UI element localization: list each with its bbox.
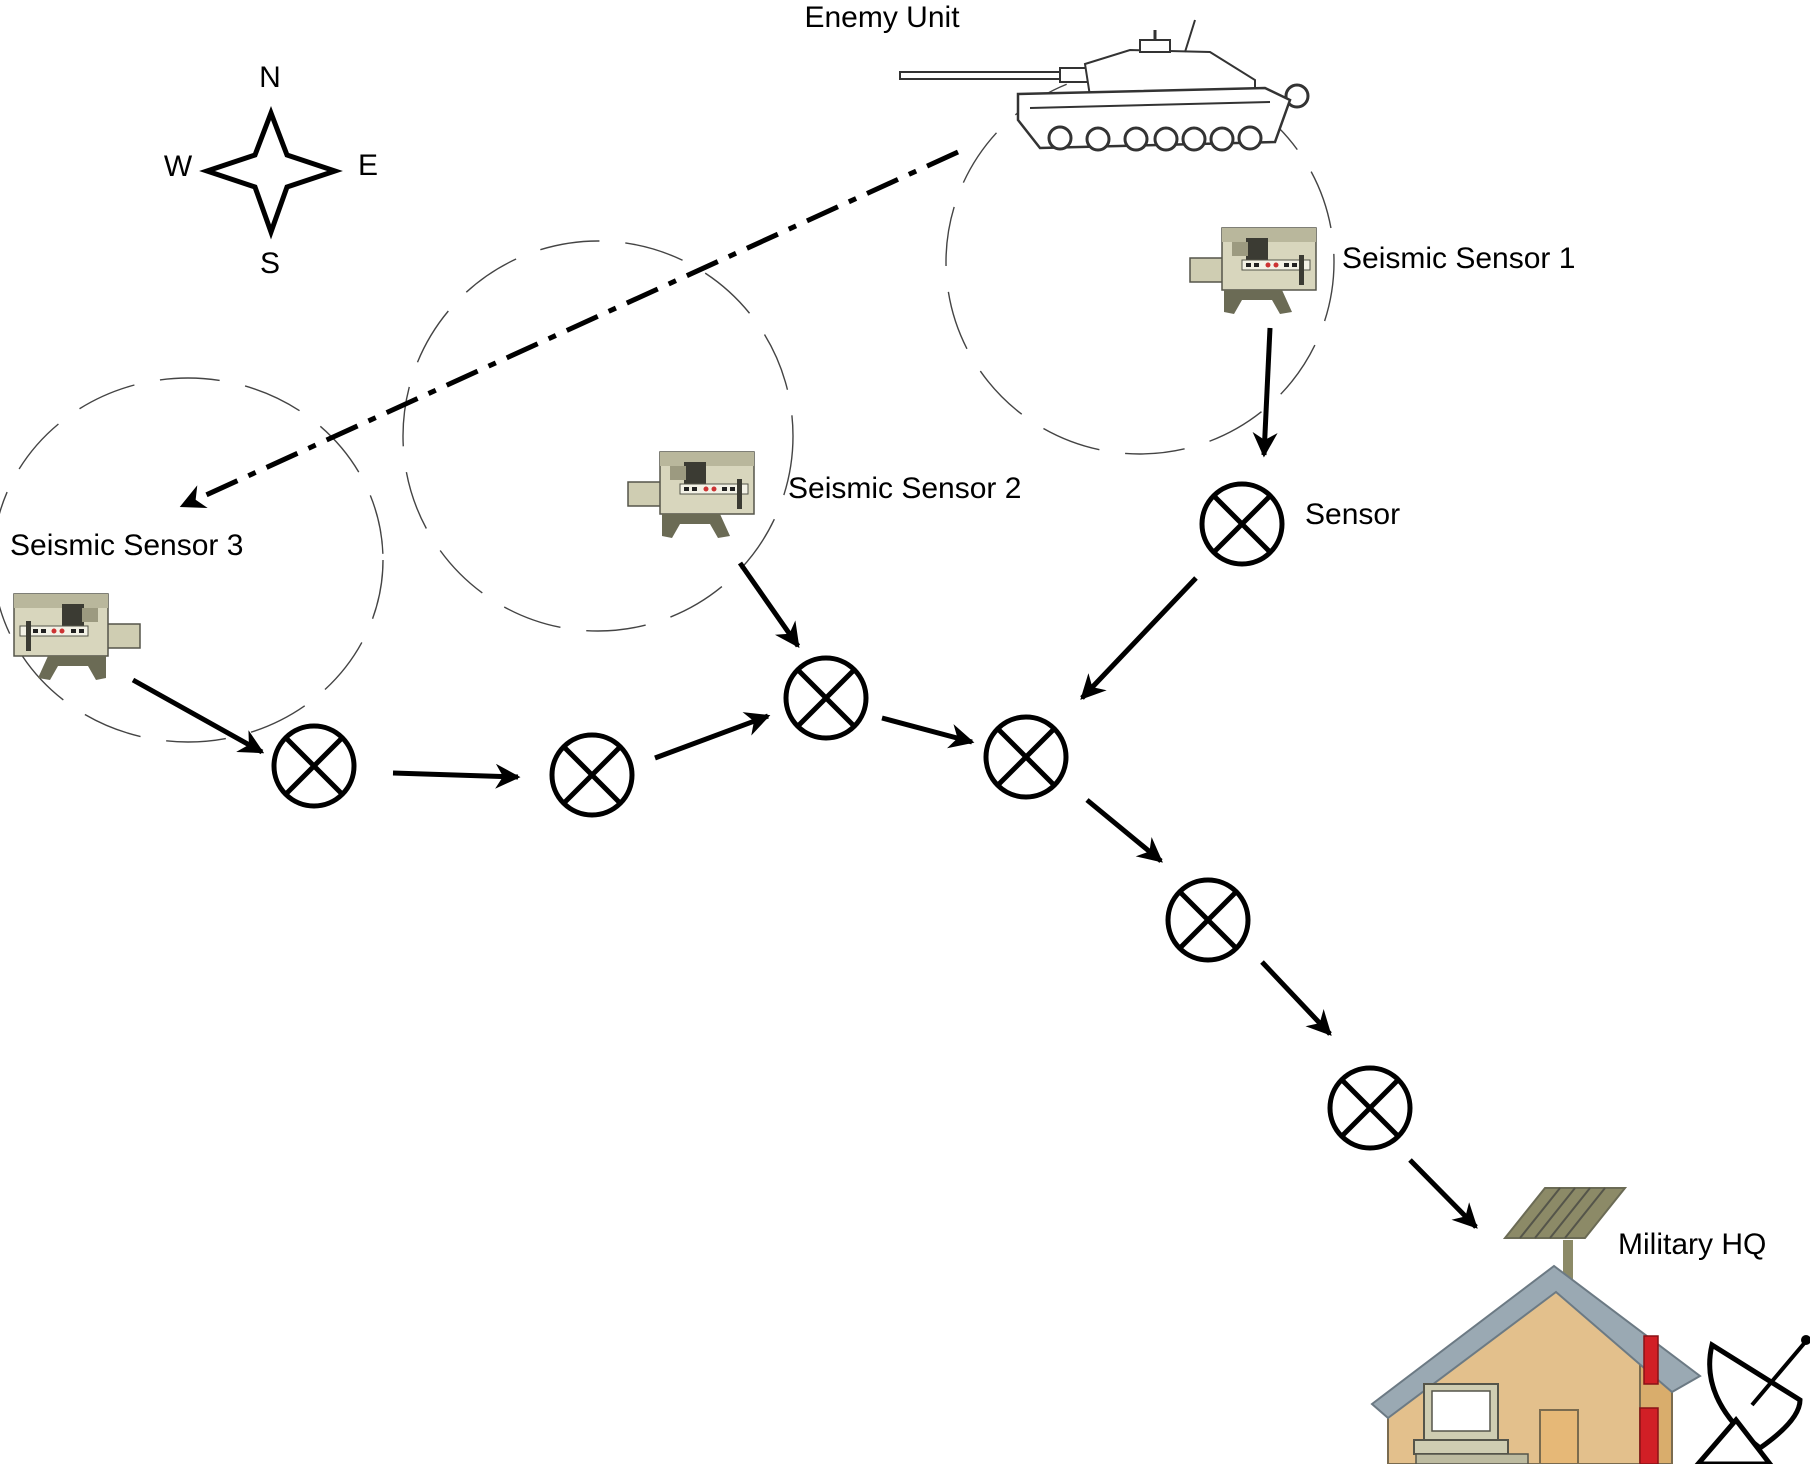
data-flow-arrows xyxy=(131,327,1478,1229)
flow-arrow xyxy=(1080,576,1198,700)
satellite-dish-icon xyxy=(1694,1335,1810,1464)
relay-node-label: Sensor xyxy=(1305,498,1400,531)
tank-icon xyxy=(899,19,1310,152)
sensor-3-range-ring xyxy=(0,377,384,743)
compass-east-label: E xyxy=(358,149,378,182)
seismic-sensor-3-label: Seismic Sensor 3 xyxy=(10,529,243,562)
seismic-sensor-3-icon xyxy=(13,593,141,681)
compass-north-label: N xyxy=(259,61,281,94)
relay-node-icon xyxy=(786,658,866,738)
relay-node-icon xyxy=(552,735,632,815)
relay-node-icon xyxy=(1168,880,1248,960)
seismic-sensor-1-label: Seismic Sensor 1 xyxy=(1342,242,1575,275)
flow-arrow xyxy=(881,715,975,749)
flow-arrow xyxy=(392,763,521,789)
sensor-2-range-ring xyxy=(402,240,794,632)
military-hq-label: Military HQ xyxy=(1618,1228,1766,1261)
enemy-unit-label: Enemy Unit xyxy=(804,1,960,34)
relay-node-icon xyxy=(1330,1068,1410,1148)
relay-node-icon xyxy=(986,717,1066,797)
house-with-antenna-icon xyxy=(1370,1187,1702,1464)
enemy-detection-path xyxy=(179,149,960,509)
seismic-sensor-2-label: Seismic Sensor 2 xyxy=(788,472,1021,505)
flow-arrow xyxy=(131,677,265,755)
compass-rose-icon xyxy=(199,105,343,240)
flow-arrow xyxy=(1408,1158,1478,1229)
relay-nodes xyxy=(274,484,1410,1148)
compass-west-label: W xyxy=(164,150,193,183)
flow-arrow xyxy=(1260,960,1332,1036)
flow-arrow xyxy=(737,561,801,649)
relay-node-icon xyxy=(1202,484,1282,564)
seismic-sensor-2-icon xyxy=(627,451,755,539)
relay-node-icon xyxy=(274,726,354,806)
seismic-sensor-1-icon xyxy=(1189,227,1317,315)
compass-south-label: S xyxy=(260,247,280,280)
flow-arrow xyxy=(1252,327,1278,458)
flow-arrow xyxy=(654,712,771,761)
flow-arrow xyxy=(1085,798,1163,863)
